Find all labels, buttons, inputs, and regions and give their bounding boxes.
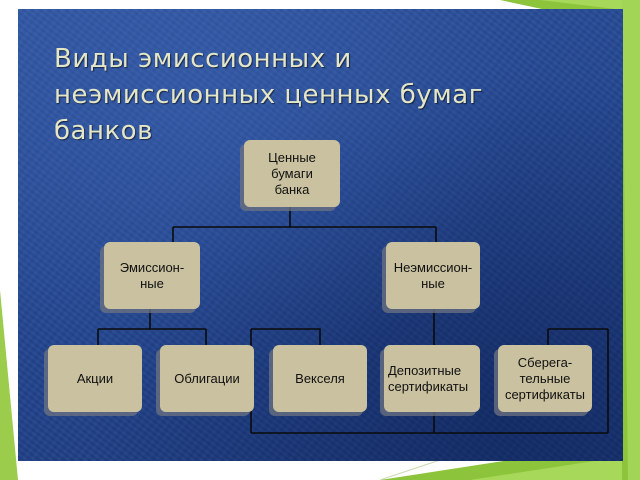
slide: Виды эмиссионных и неэмиссионных ценных … [18, 9, 623, 461]
decorative-green-shape-right [622, 0, 640, 480]
diagram-node-non-emission: Неэмиссион- ные [386, 242, 480, 309]
connector-to-bills [251, 328, 321, 345]
diagram-node-shares: Акции [48, 345, 142, 412]
diagram-node-emission: Эмиссион- ные [104, 242, 200, 309]
slide-title: Виды эмиссионных и неэмиссионных ценных … [54, 44, 483, 146]
diagram-node-bonds: Облигации [160, 345, 254, 412]
diagram-node-savings-certificates: Сберега- тельные сертификаты [498, 345, 592, 412]
diagram-node-root: Ценные бумаги банка [244, 140, 340, 207]
diagram-node-bills: Векселя [273, 345, 367, 412]
diagram-node-deposit-certificates: Депозитные сертификаты [384, 345, 480, 412]
